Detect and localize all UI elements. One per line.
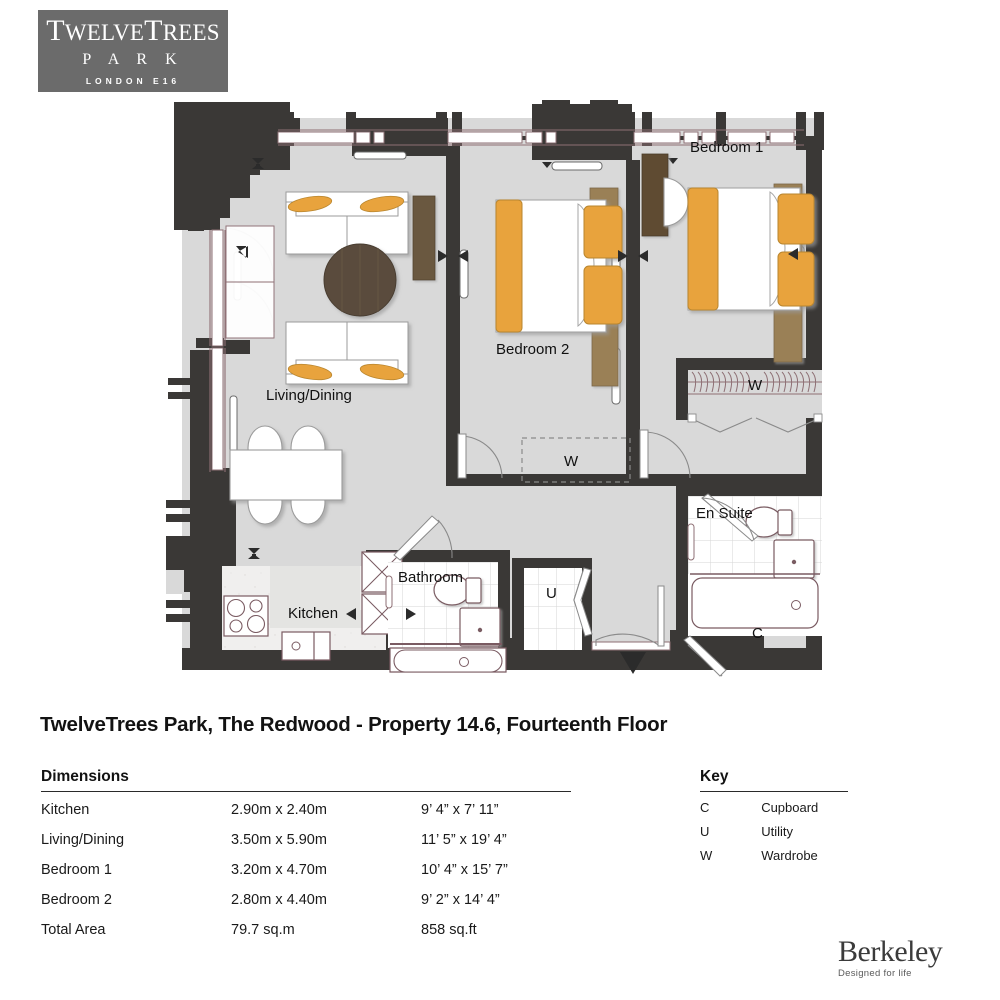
- kitchen-sink-icon: [281, 631, 331, 661]
- logo-title: TWELVETREES: [46, 16, 219, 46]
- bathroom-fixtures: [385, 515, 507, 673]
- label-bathroom: Bathroom: [398, 569, 463, 586]
- entrance-door: [591, 585, 671, 674]
- key-label: Utility: [761, 823, 793, 839]
- dimension-metric: 3.20m x 4.70m: [231, 862, 327, 878]
- utility-area: [524, 567, 593, 650]
- key-row: W Wardrobe: [700, 843, 850, 867]
- page-title: TwelveTrees Park, The Redwood - Property…: [40, 713, 668, 736]
- logo-title-t2: T: [144, 14, 163, 47]
- bedroom2-wardrobe: [521, 437, 631, 483]
- dimension-imperial: 9’ 4” x 7’ 11”: [421, 802, 499, 818]
- vent-markers: [248, 158, 678, 559]
- floorplan-drawing: Living/Dining Kitchen Bedroom 1 Bedroom …: [160, 100, 840, 680]
- dimensions-divider: [41, 791, 571, 792]
- wall-structure: [166, 100, 824, 670]
- logo-location: LONDON E16: [85, 76, 181, 86]
- dimension-metric: 79.7 sq.m: [231, 922, 295, 938]
- bathroom-door: [393, 515, 453, 561]
- dimension-room-name: Living/Dining: [41, 832, 125, 848]
- label-bedroom2: Bedroom 2: [496, 341, 569, 358]
- utility-door: [573, 567, 593, 637]
- dimension-row: Living/Dining 3.50m x 5.90m 11’ 5” x 19’ 4…: [41, 825, 571, 855]
- cupboard-area: [683, 635, 727, 677]
- dimension-room-name: Bedroom 2: [41, 892, 112, 908]
- ensuite-door: [701, 493, 759, 542]
- dimension-row: Kitchen 2.90m x 2.40m 9’ 4” x 7’ 11”: [41, 795, 571, 825]
- label-ensuite: En Suite: [696, 505, 753, 522]
- bedroom1-furniture: [639, 153, 823, 479]
- dimensions-rows: Kitchen 2.90m x 2.40m 9’ 4” x 7’ 11” Living…: [41, 795, 571, 945]
- key-symbol: W: [700, 847, 713, 863]
- dimension-imperial: 11’ 5” x 19’ 4”: [421, 832, 507, 848]
- bedroom2-door: [457, 433, 503, 479]
- twelvetrees-park-logo: TWELVETREES P A R K LONDON E16: [38, 10, 228, 92]
- door-direction-markers: [346, 248, 798, 620]
- bathroom-bath-icon: [389, 643, 507, 673]
- dimension-imperial: 9’ 2” x 14’ 4”: [421, 892, 500, 908]
- bathroom-toilet-icon: [433, 574, 482, 606]
- ensuite-sink-icon: [773, 539, 815, 579]
- berkeley-tagline: Designed for life: [838, 967, 912, 979]
- dimension-row: Bedroom 2 2.80m x 4.40m 9’ 2” x 14’ 4”: [41, 885, 571, 915]
- dimensions-heading: Dimensions: [41, 768, 129, 785]
- dimension-metric: 3.50m x 5.90m: [231, 832, 327, 848]
- ensuite-bath-icon: [690, 573, 820, 629]
- dimension-metric: 2.90m x 2.40m: [231, 802, 327, 818]
- label-wardrobe-bed2: W: [564, 453, 579, 470]
- dimension-row: Bedroom 1 3.20m x 4.70m 10’ 4” x 15’ 7”: [41, 855, 571, 885]
- key-label: Wardrobe: [761, 847, 818, 863]
- dimension-imperial: 858 sq.ft: [421, 922, 477, 938]
- bedroom2-furniture: [412, 187, 631, 483]
- berkeley-name: Berkeley: [838, 935, 943, 968]
- dimension-room-name: Kitchen: [41, 802, 90, 818]
- dimension-row: Total Area 79.7 sq.m 858 sq.ft: [41, 915, 571, 945]
- label-wardrobe-bed1: W: [748, 377, 763, 394]
- key-symbol: C: [700, 799, 710, 815]
- ensuite-toilet-icon: [745, 506, 793, 538]
- cupboard-door: [683, 635, 727, 677]
- living-balcony-doors: [225, 225, 275, 339]
- logo-title-welve: WELVE: [64, 20, 145, 45]
- key-divider: [700, 791, 848, 792]
- label-utility: U: [546, 585, 557, 602]
- logo-title-t1: T: [46, 14, 65, 47]
- key-heading: Key: [700, 768, 729, 785]
- key-row: U Utility: [700, 819, 850, 843]
- label-kitchen: Kitchen: [288, 605, 338, 622]
- label-living-dining: Living/Dining: [266, 387, 352, 404]
- logo-title-rees: REES: [162, 20, 220, 45]
- kitchen-area: [222, 551, 403, 661]
- berkeley-logo: Berkeley Designed for life: [838, 935, 978, 979]
- hob-icon: [223, 595, 269, 637]
- dimension-room-name: Bedroom 1: [41, 862, 112, 878]
- key-row: C Cupboard: [700, 795, 850, 819]
- ensuite-fixtures: [687, 493, 822, 636]
- bathroom-sink-icon: [459, 607, 501, 647]
- dimension-room-name: Total Area: [41, 922, 106, 938]
- bedroom1-wardrobe: [687, 370, 823, 433]
- logo-subtitle-park: P A R K: [82, 51, 184, 68]
- dimension-metric: 2.80m x 4.40m: [231, 892, 327, 908]
- key-label: Cupboard: [761, 799, 819, 815]
- dimensions-table: Dimensions Kitchen 2.90m x 2.40m 9’ 4” x 7…: [41, 768, 571, 945]
- label-bedroom1: Bedroom 1: [690, 139, 763, 156]
- bedroom1-door: [639, 429, 691, 479]
- dimension-imperial: 10’ 4” x 15’ 7”: [421, 862, 508, 878]
- key-symbol: U: [700, 823, 710, 839]
- living-dining-furniture: [229, 191, 409, 525]
- label-cupboard: C: [752, 625, 763, 642]
